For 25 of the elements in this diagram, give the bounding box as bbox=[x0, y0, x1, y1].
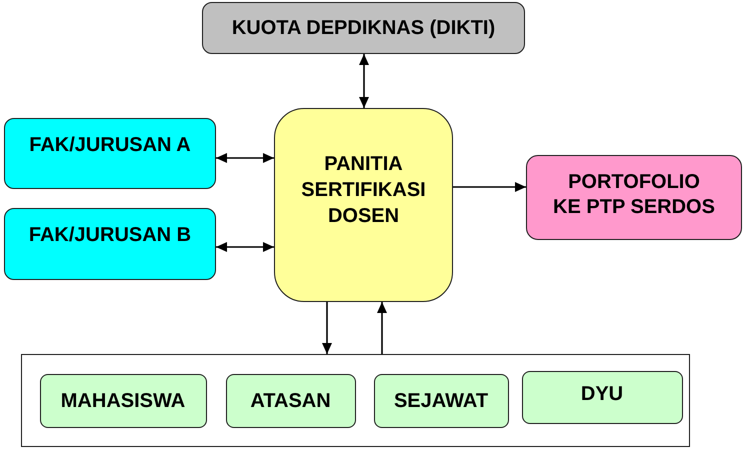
group-frame bbox=[21, 354, 690, 447]
box-label: KUOTA DEPDIKNAS (DIKTI) bbox=[232, 16, 496, 40]
process-box bbox=[526, 155, 742, 240]
box-label: FAK/JURUSAN B bbox=[28, 223, 192, 247]
box-label: ATASAN bbox=[250, 388, 331, 412]
box-label: SEJAWAT bbox=[394, 388, 488, 412]
double-arrow bbox=[216, 153, 274, 163]
box-label: DYU bbox=[580, 382, 624, 406]
box-label: FAK/JURUSAN A bbox=[29, 133, 191, 157]
process-box bbox=[4, 118, 216, 189]
arrow bbox=[453, 182, 526, 192]
double-arrow bbox=[359, 54, 369, 108]
process-box bbox=[226, 374, 356, 428]
process-box bbox=[202, 2, 525, 54]
process-box bbox=[274, 108, 453, 302]
arrow bbox=[322, 302, 332, 354]
process-box bbox=[40, 374, 206, 428]
process-box bbox=[4, 208, 216, 280]
box-label: MAHASISWA bbox=[60, 388, 186, 412]
box-label: PORTOFOLIO KE PTP SERDOS bbox=[552, 170, 716, 220]
process-box bbox=[522, 370, 682, 424]
process-box bbox=[374, 374, 508, 428]
box-label: PANITIA SERTIFIKASI DOSEN bbox=[300, 152, 427, 229]
double-arrow bbox=[216, 242, 274, 252]
arrow bbox=[377, 302, 387, 354]
